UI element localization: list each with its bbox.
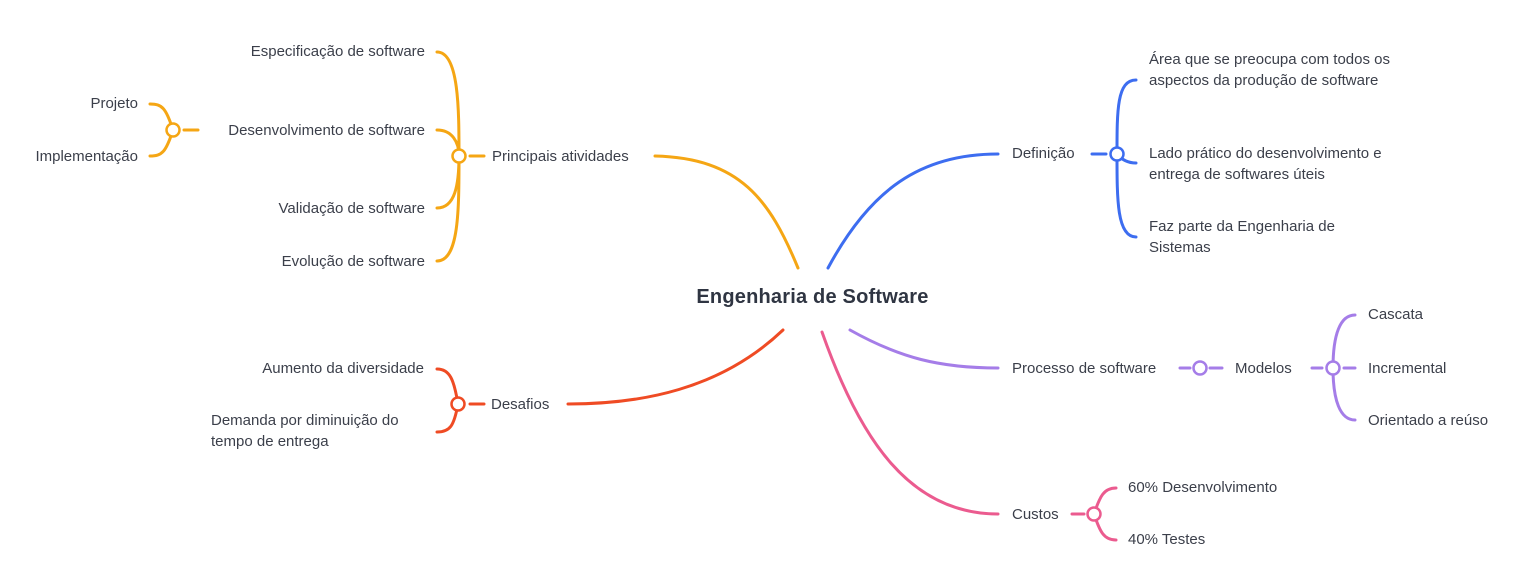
topic-desenvolvimento[interactable]: Desenvolvimento de software: [228, 122, 425, 139]
topic-60-desenvolvimento[interactable]: 60% Desenvolvimento: [1128, 479, 1278, 496]
topic-engenharia-sistemas[interactable]: Faz parte da Engenharia de Sistemas: [1149, 218, 1335, 256]
topic-demanda-entrega[interactable]: Demanda por diminuição do tempo de entre…: [211, 412, 399, 450]
node-dot-modelos[interactable]: [1325, 360, 1341, 376]
topic-principais-atividades[interactable]: Principais atividades: [492, 148, 629, 165]
node-dot-definicao[interactable]: [1109, 146, 1125, 162]
topic-validacao[interactable]: Validação de software: [278, 200, 425, 217]
sub-reuso: [1331, 366, 1357, 422]
sub-validacao: [435, 154, 461, 210]
branch-processo: [848, 328, 1000, 370]
topic-desafios[interactable]: Desafios: [491, 396, 550, 413]
topic-evolucao[interactable]: Evolução de software: [281, 253, 425, 270]
node-dot-processo[interactable]: [1192, 360, 1208, 376]
topic-40-testes[interactable]: 40% Testes: [1128, 531, 1206, 548]
node-dot-atividades[interactable]: [451, 148, 467, 164]
topic-projeto[interactable]: Projeto: [90, 95, 138, 112]
sub-area: [1115, 78, 1138, 156]
sub-especificacao: [435, 50, 461, 158]
topic-cascata[interactable]: Cascata: [1368, 306, 1424, 323]
topic-orientado-reuso[interactable]: Orientado a reúso: [1368, 412, 1489, 429]
topic-definicao[interactable]: Definição: [1012, 145, 1075, 162]
topic-aumento-diversidade[interactable]: Aumento da diversidade: [262, 360, 424, 377]
branch-desafios: [566, 328, 785, 406]
central-topic[interactable]: Engenharia de Software: [696, 286, 929, 308]
sub-parte: [1115, 152, 1138, 239]
branch-custos: [820, 330, 1000, 516]
topic-area-producao[interactable]: Área que se preocupa com todos os aspect…: [1149, 51, 1390, 89]
sub-cascata: [1331, 313, 1357, 370]
node-dot-desafios[interactable]: [450, 396, 466, 412]
topic-custos[interactable]: Custos: [1012, 506, 1059, 523]
topic-processo-software[interactable]: Processo de software: [1012, 360, 1157, 377]
branch-definicao: [826, 152, 1000, 270]
node-dot-custos[interactable]: [1086, 506, 1102, 522]
topic-implementacao[interactable]: Implementação: [35, 148, 138, 165]
topic-incremental[interactable]: Incremental: [1368, 360, 1447, 377]
node-dot-desenvolvimento[interactable]: [165, 122, 181, 138]
branch-atividades: [653, 154, 800, 270]
topic-especificacao[interactable]: Especificação de software: [250, 43, 425, 60]
topic-modelos[interactable]: Modelos: [1235, 360, 1292, 377]
sub-evolucao: [435, 154, 461, 263]
topic-lado-pratico[interactable]: Lado prático do desenvolvimento e entreg…: [1149, 145, 1382, 183]
